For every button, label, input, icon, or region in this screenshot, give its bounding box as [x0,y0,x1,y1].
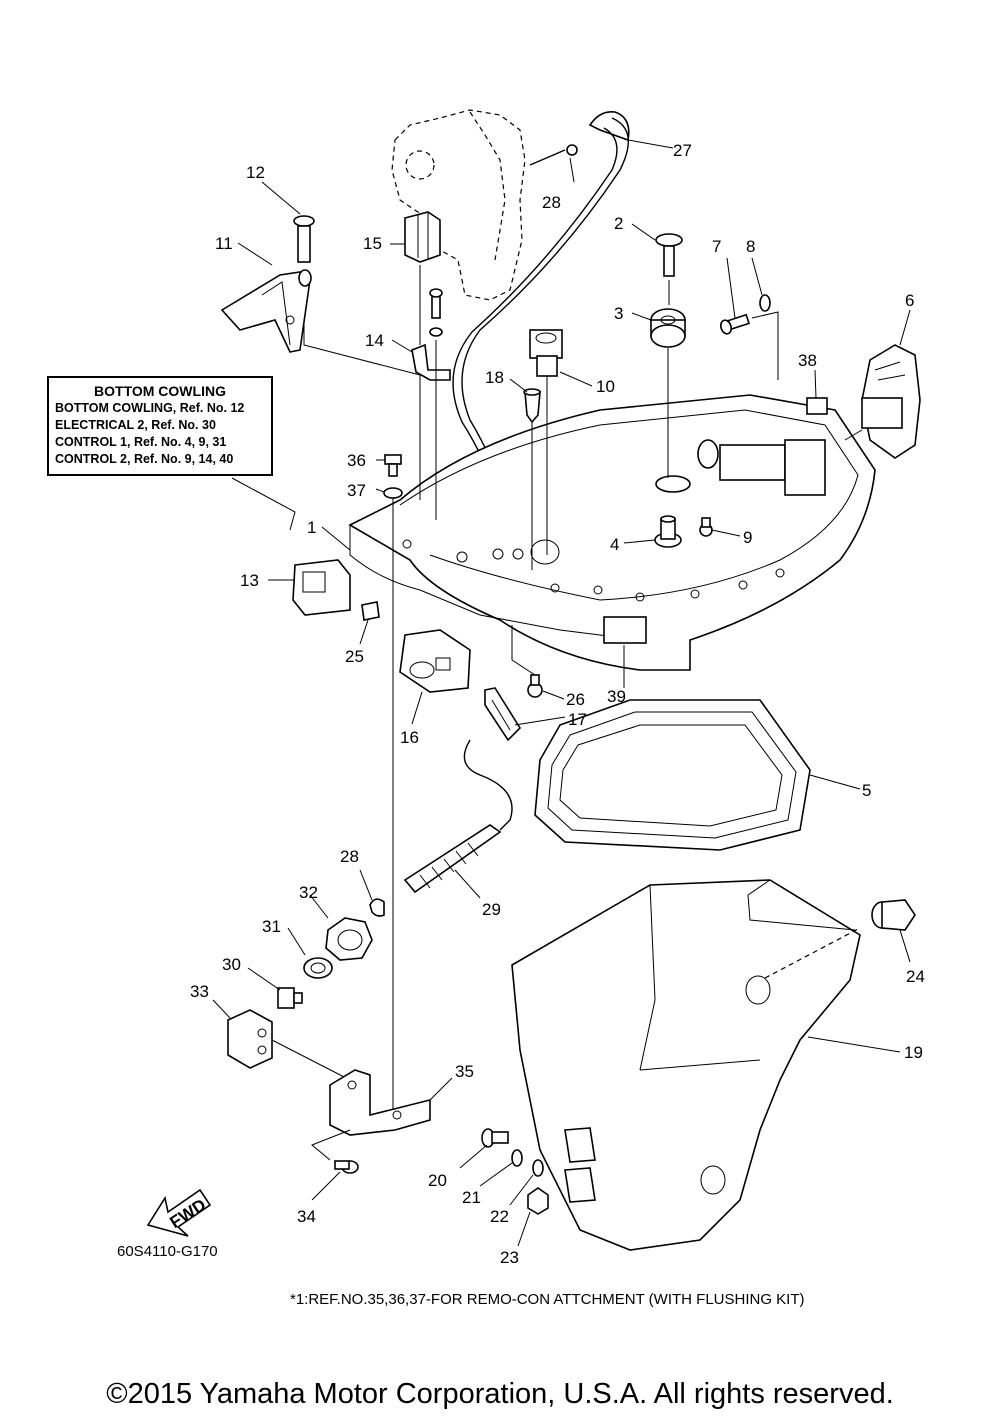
callout-35: 35 [455,1062,474,1081]
callout-28a: 28 [542,193,561,212]
callout-17: 17 [568,710,587,729]
screw-30 [277,987,303,1009]
fwd-arrow-icon [146,1188,212,1237]
callout-27: 27 [673,141,692,160]
callout-29: 29 [482,900,501,919]
cover-13 [292,559,351,616]
callout-2: 2 [614,214,623,233]
grommet-16 [399,629,471,693]
reference-row: ELECTRICAL 2, Ref. No. 30 [55,418,216,432]
callout-4: 4 [610,535,619,554]
diagram-code: 60S4110-G170 [117,1243,218,1260]
bracket-35 [329,1069,431,1136]
callout-30: 30 [222,955,241,974]
callout-23: 23 [500,1248,519,1267]
copyright: ©2015 Yamaha Motor Corporation, U.S.A. A… [106,1378,894,1410]
nut-32 [325,917,373,961]
grommet-3 [650,308,686,348]
reference-box-title: BOTTOM COWLING [94,383,226,399]
grommet-17 [484,687,522,742]
holder-33 [227,1009,273,1069]
callout-34: 34 [297,1207,316,1226]
bracket-6 [844,344,921,459]
callout-numbers: 1 2 3 4 5 6 7 8 9 10 11 12 13 14 15 16 1… [190,141,925,1267]
callout-33: 33 [190,982,209,1001]
callout-25: 25 [345,647,364,666]
bracket-11 [220,269,312,353]
screw-7 [719,313,751,335]
callout-12: 12 [246,163,265,182]
callout-37: 37 [347,481,366,500]
footnote: *1:REF.NO.35,36,37-FOR REMO-CON ATTCHMEN… [290,1291,805,1308]
seal-5 [534,699,811,851]
callout-5: 5 [862,781,871,800]
plug-18 [523,388,541,424]
callout-10: 10 [596,377,615,396]
nut-23 [527,1187,549,1215]
clip-28 [369,898,385,917]
callout-18: 18 [485,368,504,387]
callout-7: 7 [712,237,721,256]
bottom-cowling [348,394,876,671]
callout-11: 11 [215,234,233,253]
screw-20 [481,1128,509,1148]
reference-row: CONTROL 2, Ref. No. 9, 14, 40 [55,452,234,466]
washer-8 [759,294,771,312]
callout-20: 20 [428,1171,447,1190]
grommet-24 [871,899,916,931]
callout-36: 36 [347,451,366,470]
reference-box: BOTTOM COWLING BOTTOM COWLING, Ref. No. … [47,376,273,476]
callout-8: 8 [746,237,755,256]
callout-3: 3 [614,304,623,323]
holder-15 [404,211,441,263]
seal-25 [361,601,380,621]
screw-36 [384,454,402,477]
callout-39: 39 [607,687,626,706]
callout-31: 31 [262,917,281,936]
callout-14: 14 [365,331,384,350]
callout-38: 38 [798,351,817,370]
screw-34 [334,1160,359,1174]
label-38 [806,397,828,415]
reference-row: BOTTOM COWLING, Ref. No. 12 [55,401,245,415]
washer-22 [532,1159,544,1177]
callout-13: 13 [240,571,259,590]
cap-10 [529,329,563,377]
callout-28b: 28 [340,847,359,866]
callout-15: 15 [363,234,382,253]
washer-21 [511,1149,523,1167]
cable-29 [403,739,513,894]
washer-37 [383,487,403,499]
callout-32: 32 [299,883,318,902]
leader-lines [212,139,911,1247]
reference-row: CONTROL 1, Ref. No. 4, 9, 31 [55,435,227,449]
grommet-4 [654,515,682,548]
screw-9 [699,517,713,537]
plate-31 [303,957,333,979]
callout-19: 19 [904,1043,923,1062]
callout-21: 21 [462,1188,481,1207]
callout-1: 1 [307,518,316,537]
callout-9: 9 [743,528,752,547]
callout-16: 16 [400,728,419,747]
callout-6: 6 [905,291,914,310]
screw-26 [527,674,543,698]
callout-22: 22 [490,1207,509,1226]
callout-24: 24 [906,967,925,986]
callout-26: 26 [566,690,585,709]
bolt-2 [655,233,683,277]
lower-cover-19 [511,879,861,1251]
bolt-12 [293,215,315,263]
clip-14 [411,288,451,381]
engine-outline [391,109,526,301]
